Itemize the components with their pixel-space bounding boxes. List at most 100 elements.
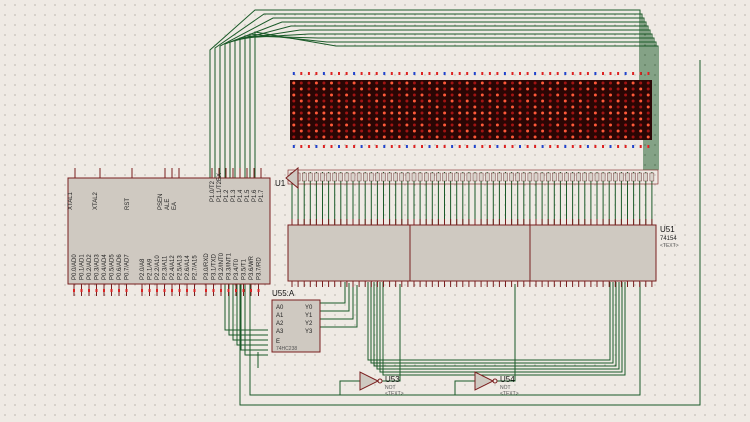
led [450, 135, 454, 139]
led [488, 135, 492, 139]
led [322, 81, 326, 85]
matrix-pin-top [586, 72, 589, 75]
matrix-pin-bottom [315, 145, 318, 148]
decoder-in-a2: A2 [276, 321, 284, 327]
strip-cell [521, 172, 526, 182]
led [541, 117, 545, 121]
led [480, 81, 484, 85]
led [495, 129, 499, 133]
matrix-pin-bottom [549, 145, 552, 148]
led [465, 93, 469, 97]
led [646, 93, 650, 97]
decoder[interactable]: U55:A A0 A1 A2 A3 E Y0 Y1 Y2 Y3 74HC238 [271, 289, 321, 353]
mcu-p1-label: P1.0/T2 [210, 180, 216, 202]
led [578, 117, 582, 121]
led [382, 129, 386, 133]
mcu-bottom-label: P2.4/A12 [170, 255, 176, 280]
mcu-pin-marker [148, 289, 151, 292]
mcu-pin-marker [156, 289, 158, 292]
led [465, 111, 469, 115]
led [518, 129, 522, 133]
strip-cell [497, 172, 502, 182]
led [443, 105, 447, 109]
led [367, 81, 371, 85]
led [593, 99, 597, 103]
led [473, 129, 477, 133]
matrix-pin-top [413, 72, 416, 75]
mcu-bottom-label: P0.2/AD2 [87, 254, 93, 280]
led-matrix[interactable] [290, 72, 652, 148]
matrix-pin-bottom [609, 145, 612, 148]
matrix-pin-bottom [632, 145, 635, 148]
led [480, 117, 484, 121]
register-bank[interactable]: U51 74154 <TEXT> [287, 219, 679, 287]
led [578, 99, 582, 103]
led [518, 81, 522, 85]
led [503, 117, 507, 121]
led [382, 105, 386, 109]
led [390, 93, 394, 97]
led [428, 99, 431, 103]
led [571, 81, 575, 85]
led [292, 105, 296, 109]
matrix-pin-top [360, 72, 363, 75]
buffer-strip[interactable] [285, 166, 659, 190]
led [314, 81, 318, 85]
matrix-pin-top [451, 72, 454, 75]
led [646, 135, 650, 139]
led [420, 99, 424, 103]
led [382, 123, 386, 127]
register-sub: <TEXT> [660, 243, 679, 249]
mcu-p1-label: P1.1/T2EX [217, 173, 223, 202]
led [299, 93, 303, 97]
matrix-pin-top [436, 72, 439, 75]
led [473, 81, 477, 85]
inverter-u53[interactable]: U53 NOT <TEXT> [359, 371, 404, 397]
strip-cell [460, 172, 465, 182]
led [480, 105, 484, 109]
led [571, 87, 575, 91]
mcu-p1-label: P1.2 [224, 189, 230, 202]
led [299, 81, 303, 85]
led [292, 87, 296, 91]
mcu-pin-marker [73, 289, 75, 292]
strip-cell [478, 172, 484, 182]
led [390, 111, 394, 115]
led [322, 123, 326, 127]
led [405, 117, 409, 121]
led [488, 93, 492, 97]
led [292, 111, 296, 115]
led [473, 117, 477, 121]
led [307, 81, 311, 85]
strip-cell [503, 172, 508, 182]
led [435, 135, 439, 139]
matrix-pin-bottom [639, 145, 642, 148]
matrix-pin-bottom [647, 145, 650, 148]
led [593, 87, 597, 91]
matrix-pin-top [556, 72, 559, 75]
led [428, 111, 431, 115]
mcu-pin-marker [171, 289, 173, 292]
led [330, 93, 333, 97]
led [601, 105, 605, 109]
matrix-pin-bottom [390, 145, 393, 148]
led [412, 135, 416, 139]
led [631, 129, 635, 133]
strip-cell [436, 172, 441, 182]
led [586, 81, 590, 85]
led [443, 117, 447, 121]
led [345, 81, 349, 85]
led [352, 135, 356, 139]
led [360, 111, 364, 115]
led [541, 135, 545, 139]
inverter-u54[interactable]: U54 NOT <TEXT> [474, 371, 519, 397]
strip-cell [430, 172, 435, 182]
led [578, 87, 582, 91]
led [533, 135, 537, 139]
strip-cell [613, 172, 618, 182]
matrix-pin-top [458, 72, 461, 75]
matrix-panel [290, 80, 652, 140]
